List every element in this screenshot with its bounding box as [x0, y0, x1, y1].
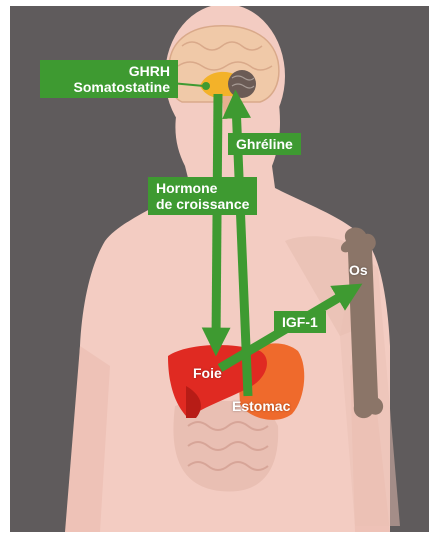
ghreline-label: Ghréline	[228, 133, 301, 155]
hormone-diagram: GHRH Somatostatine Ghréline Hormone de c…	[10, 6, 429, 532]
somatostatine-text: Somatostatine	[48, 79, 170, 95]
ghrh-text: GHRH	[48, 63, 170, 79]
os-label: Os	[349, 262, 368, 278]
growth-hormone-arrow	[216, 94, 218, 342]
growth-hormone-line2: de croissance	[156, 196, 249, 212]
ghrh-somatostatine-label: GHRH Somatostatine	[40, 60, 178, 98]
estomac-label: Estomac	[232, 398, 290, 414]
foie-label: Foie	[193, 365, 222, 381]
growth-hormone-label: Hormone de croissance	[148, 177, 257, 215]
growth-hormone-line1: Hormone	[156, 180, 249, 196]
igf1-label: IGF-1	[274, 311, 326, 333]
